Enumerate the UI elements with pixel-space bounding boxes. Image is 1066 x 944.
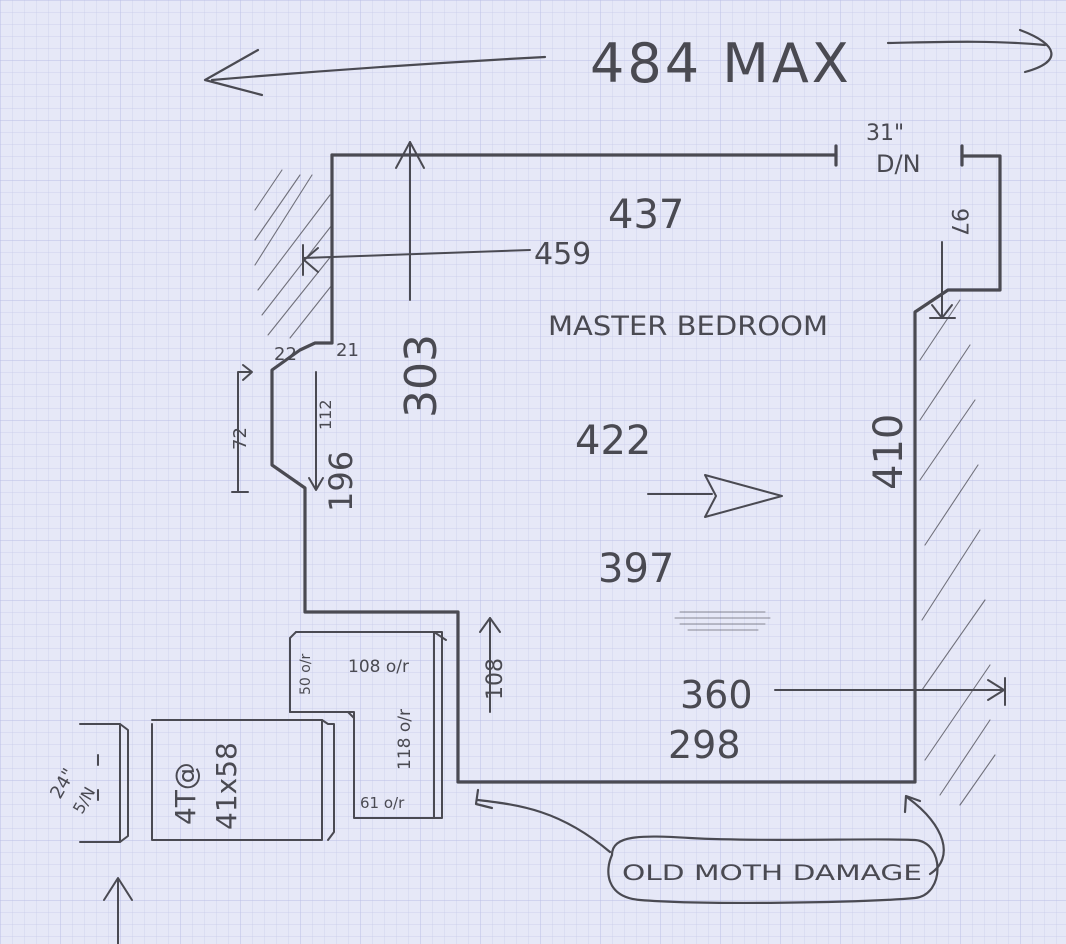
line-72 [237, 371, 251, 493]
label-459: 459 [534, 237, 591, 272]
label-22: 22 [274, 344, 297, 365]
label-wardrobe-118: 118 o/r [395, 709, 415, 770]
label-437: 437 [608, 192, 684, 238]
label-298: 298 [668, 723, 741, 767]
label-97: 97 [946, 208, 971, 236]
label-422: 422 [575, 418, 651, 464]
label-window-width: 31" [866, 121, 904, 146]
max-width-arrow [203, 28, 1053, 97]
label-wardrobe-50: 50 o/r [298, 653, 314, 695]
label-21: 21 [336, 340, 359, 361]
label-wardrobe-61: 61 o/r [360, 794, 405, 812]
label-max-width: 484 MAX [590, 32, 852, 95]
line-459 [302, 249, 531, 259]
label-callout: OLD MOTH DAMAGE [622, 861, 922, 885]
wall-hatch-upper-left [254, 169, 333, 339]
label-72: 72 [230, 427, 251, 450]
label-397: 397 [598, 546, 674, 592]
label-wardrobe-108: 108 o/r [348, 657, 409, 677]
label-unit-line2: 41x58 [210, 742, 243, 830]
dimension-lines [231, 141, 1006, 713]
label-108-notch: 108 [483, 658, 508, 700]
wall-hatch-right [919, 299, 996, 806]
unit-box [151, 719, 335, 841]
side-box [79, 723, 129, 843]
label-window-dn: D/N [876, 150, 921, 178]
floor-shading [674, 611, 771, 631]
label-303: 303 [396, 334, 447, 418]
direction-arrow [647, 474, 783, 518]
label-unit-line1: 4T@ [169, 762, 202, 825]
bottom-arrow [103, 877, 133, 944]
label-196: 196 [322, 451, 360, 512]
label-room-name: MASTER BEDROOM [548, 311, 828, 342]
wardrobe-l-shape [289, 631, 447, 819]
callout-bubble [474, 788, 945, 904]
label-410: 410 [866, 414, 912, 490]
label-112: 112 [316, 399, 335, 430]
label-360: 360 [680, 673, 753, 717]
